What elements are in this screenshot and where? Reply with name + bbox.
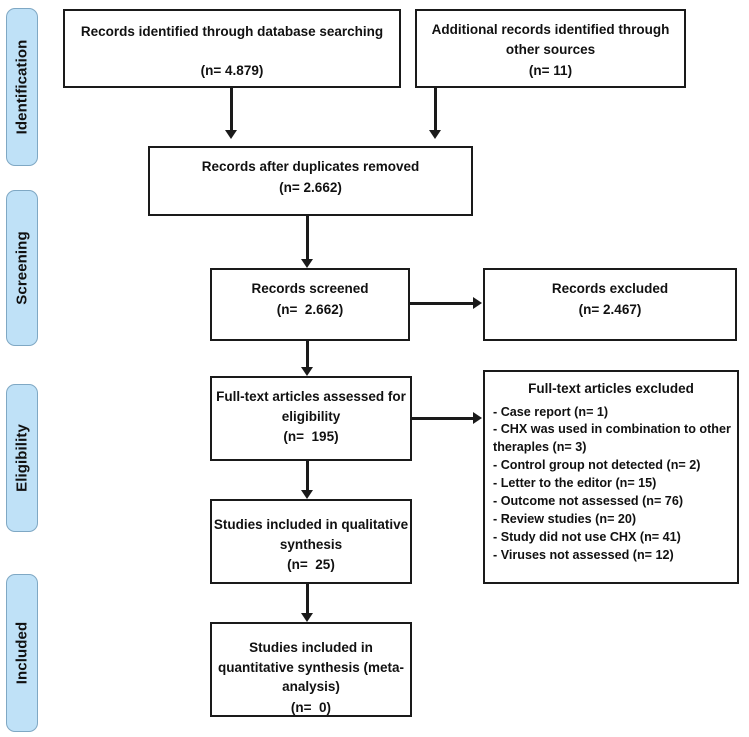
box-fulltext-assessed: Full-text articles assessed for eligibil… (210, 376, 412, 461)
arrow-duplicates-down (301, 259, 313, 268)
box-records-identified-count: (n= 4.879) (200, 62, 264, 78)
exclusion-reason-item: - Case report (n= 1) (493, 404, 609, 419)
connector-fulltext-to-reasons (412, 417, 474, 420)
box-duplicates-removed-count: (n= 2.662) (279, 179, 342, 195)
box-duplicates-removed: Records after duplicates removed (n= 2.6… (148, 146, 473, 216)
box-quantitative-synthesis-count: (n= 0) (290, 699, 332, 715)
stage-label-included: Included (13, 621, 31, 685)
exclusion-reason-item: - CHX was used in combination to other t… (493, 422, 731, 455)
connector-qualitative-down (306, 584, 309, 616)
arrow-fulltext-to-reasons (473, 412, 482, 424)
arrow-qualitative-down (301, 613, 313, 622)
box-qualitative-synthesis: Studies included in qualitative synthesi… (210, 499, 412, 584)
box-records-identified: Records identified through database sear… (63, 9, 401, 88)
connector-fulltext-down (306, 461, 309, 493)
arrow-identified-down (225, 130, 237, 139)
box-quantitative-synthesis: Studies included in quantitative synthes… (210, 622, 412, 717)
box-qualitative-synthesis-count: (n= 25) (287, 557, 335, 573)
exclusion-reason-item: - Letter to the editor (n= 15) (493, 476, 657, 491)
box-records-screened-title: Records screened (251, 281, 369, 296)
exclusion-reasons-list: - Case report (n= 1) - CHX was used in c… (485, 404, 737, 565)
stage-label-screening: Screening (13, 231, 31, 305)
exclusion-reason-item: - Viruses not assessed (n= 12) (493, 547, 674, 562)
box-records-excluded-count: (n= 2.467) (578, 301, 642, 317)
box-additional-records: Additional records identified through ot… (415, 9, 686, 88)
exclusion-reason-item: - Control group not detected (n= 2) (493, 458, 701, 473)
stage-label-eligibility: Eligibility (13, 424, 31, 492)
box-records-excluded-title: Records excluded (551, 281, 669, 296)
connector-screened-to-excluded (410, 302, 474, 305)
box-records-identified-title: Records identified through database sear… (80, 24, 384, 39)
arrow-screened-to-excluded (473, 297, 482, 309)
box-records-excluded: Records excluded (n= 2.467) (483, 268, 737, 341)
connector-identified-down (230, 88, 233, 132)
connector-additional-down (434, 88, 437, 132)
box-quantitative-synthesis-title: Studies included in quantitative synthes… (217, 640, 405, 695)
box-fulltext-assessed-title: Full-text articles assessed for eligibil… (216, 389, 410, 424)
box-additional-records-count: (n= 11) (528, 63, 573, 79)
box-records-screened-count: (n= 2.662) (276, 301, 344, 317)
stage-pill-included: Included (6, 574, 38, 732)
arrow-fulltext-down (301, 490, 313, 499)
box-fulltext-excluded-reasons: Full-text articles excluded - Case repor… (483, 370, 739, 584)
stage-pill-screening: Screening (6, 190, 38, 346)
stage-pill-eligibility: Eligibility (6, 384, 38, 532)
connector-screened-down (306, 341, 309, 370)
box-qualitative-synthesis-title: Studies included in qualitative synthesi… (213, 517, 412, 552)
box-fulltext-excluded-title: Full-text articles excluded (528, 381, 694, 396)
connector-duplicates-down (306, 216, 309, 262)
stage-pill-identification: Identification (6, 8, 38, 166)
box-fulltext-assessed-count: (n= 195) (283, 429, 339, 445)
stage-label-identification: Identification (13, 39, 31, 135)
exclusion-reason-item: - Outcome not assessed (n= 76) (493, 493, 684, 508)
exclusion-reason-item: - Study did not use CHX (n= 41) (493, 529, 681, 544)
box-additional-records-title: Additional records identified through ot… (431, 22, 674, 57)
exclusion-reason-item: - Review studies (n= 20) (493, 511, 637, 526)
arrow-screened-down (301, 367, 313, 376)
box-duplicates-removed-title: Records after duplicates removed (201, 159, 420, 174)
arrow-additional-down (429, 130, 441, 139)
box-records-screened: Records screened (n= 2.662) (210, 268, 410, 341)
